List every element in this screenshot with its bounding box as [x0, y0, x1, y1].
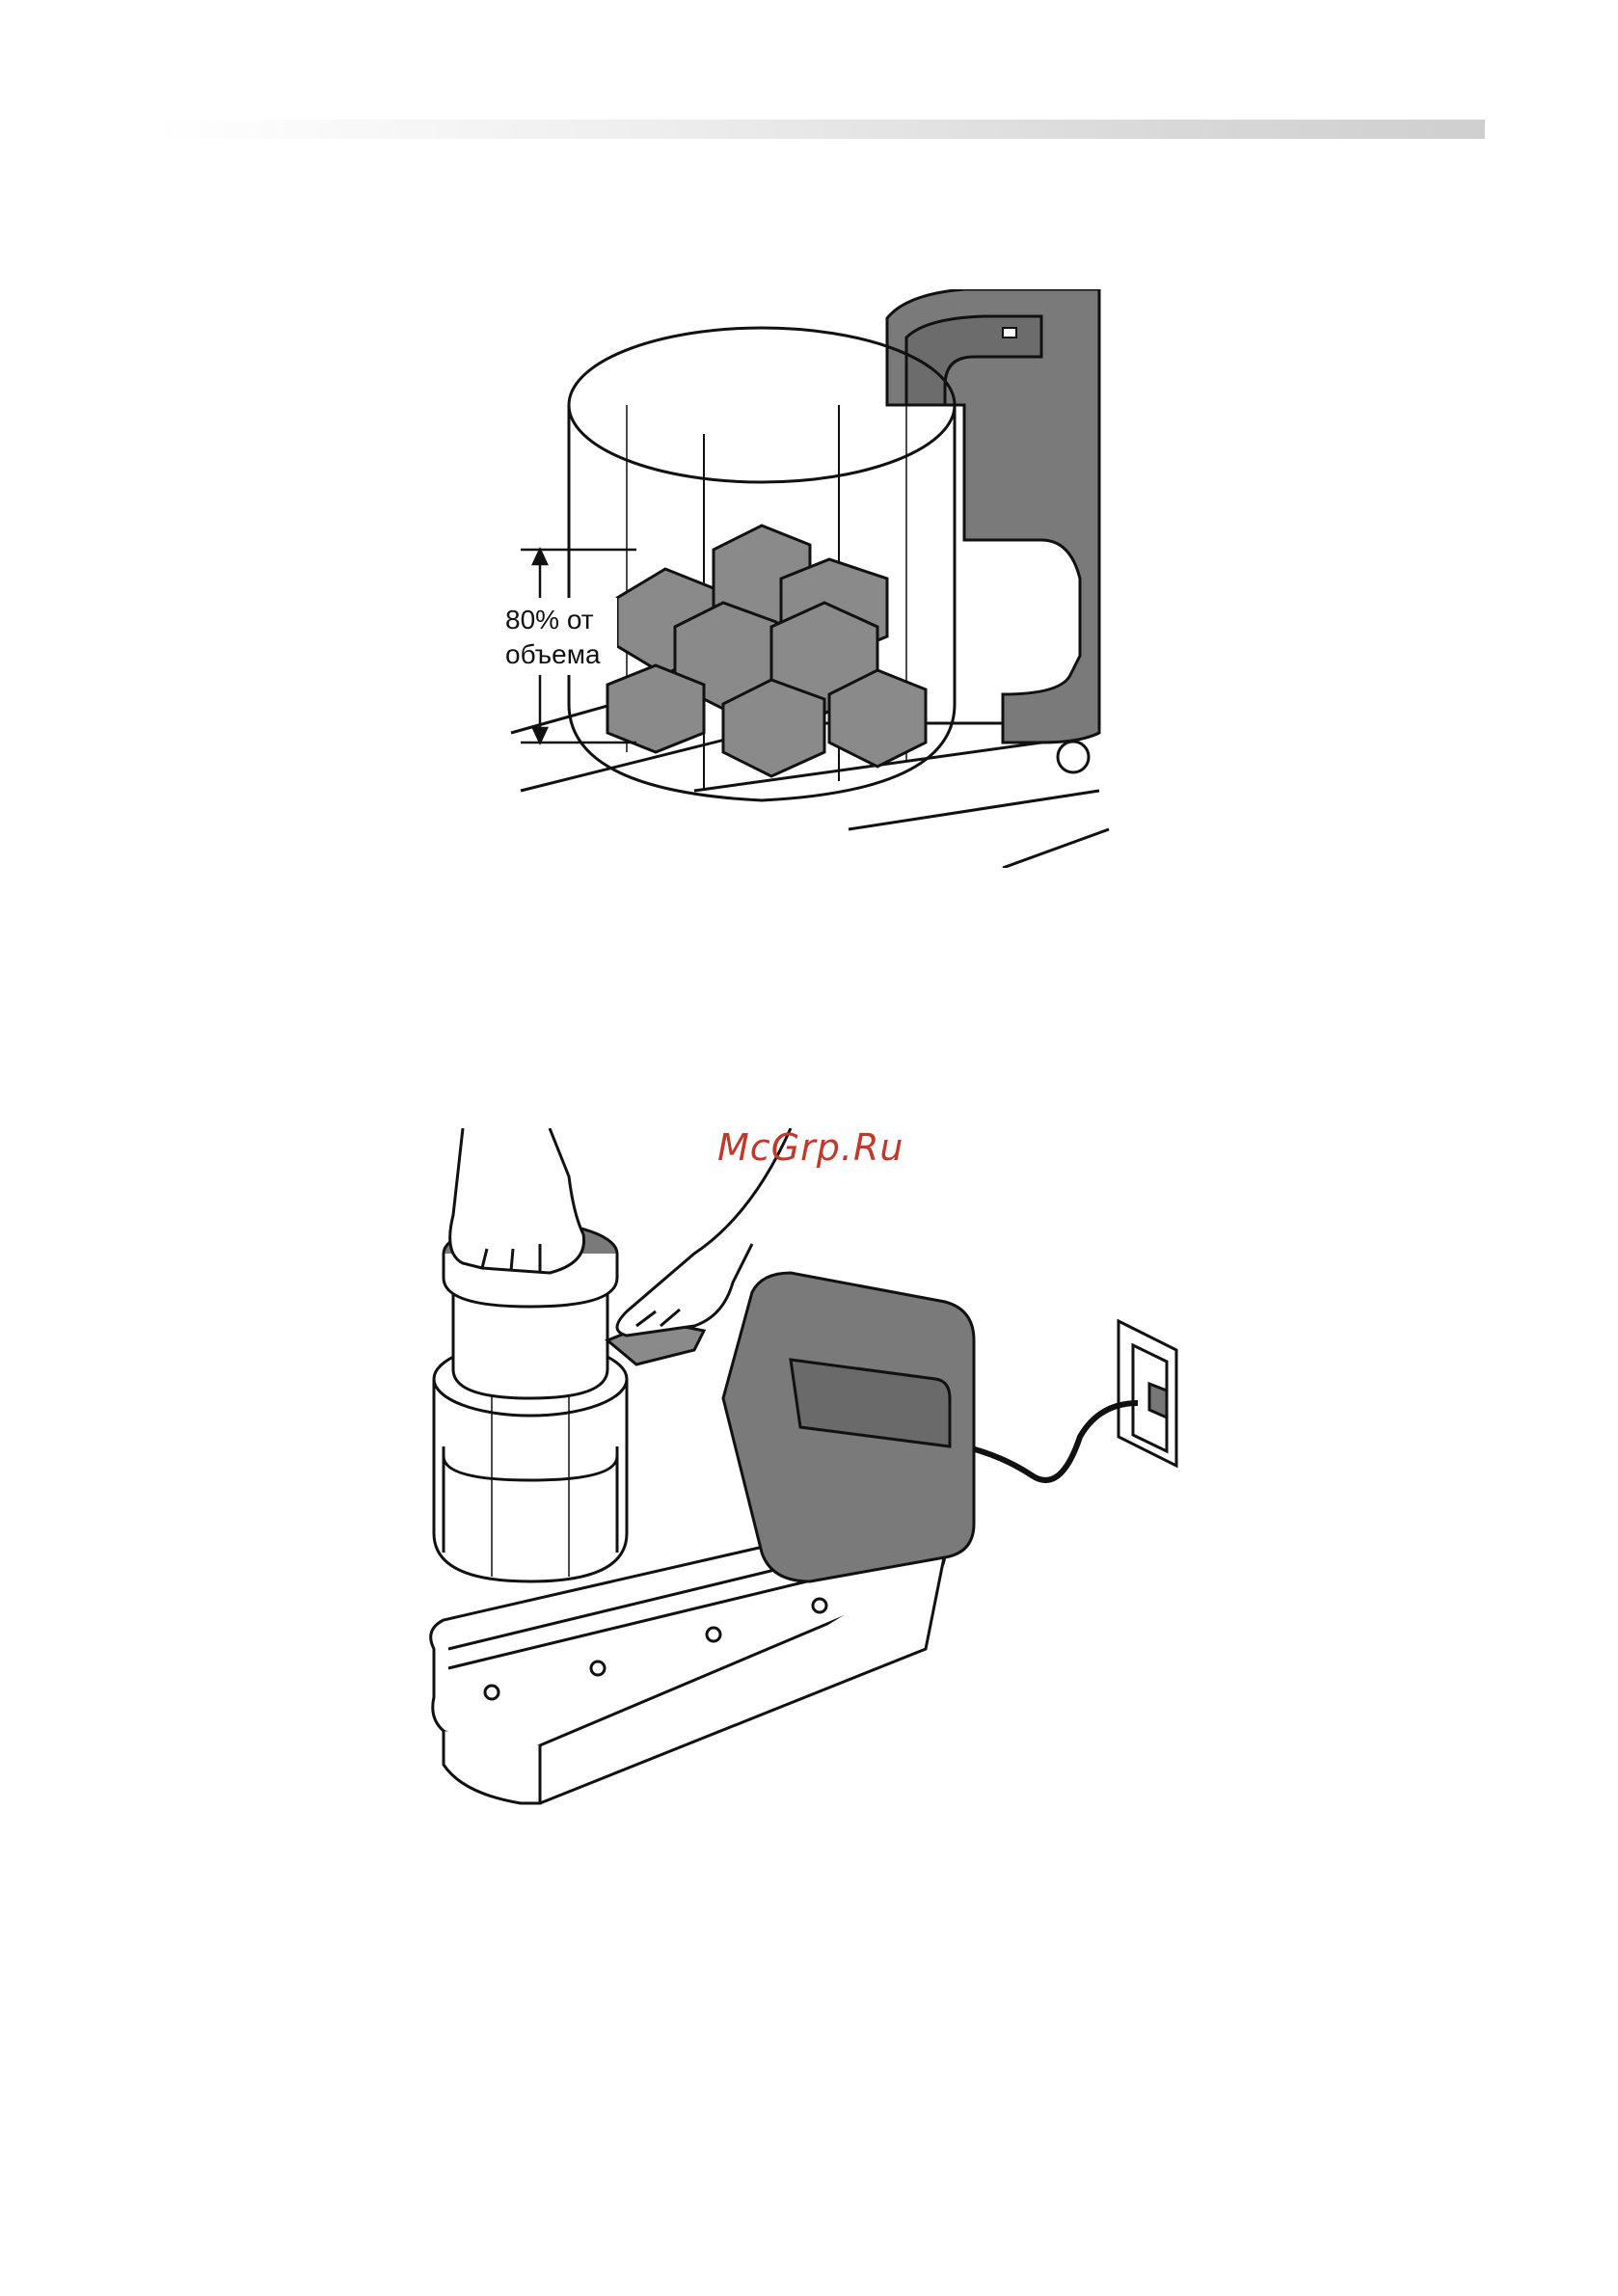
watermark-text: McGrp.Ru — [717, 1126, 903, 1169]
power-cord — [964, 1403, 1138, 1480]
ice-cubes — [607, 526, 926, 776]
motor-housing — [723, 1273, 974, 1581]
fill-label-line2: объема — [505, 639, 601, 669]
wall-socket — [1119, 1321, 1176, 1466]
operation-illustration — [405, 1128, 1215, 1900]
fill-label-line1: 80% от — [505, 605, 594, 635]
header-gradient-bar — [154, 120, 1485, 139]
ice-fill-illustration: 80% от объема — [501, 289, 1119, 868]
